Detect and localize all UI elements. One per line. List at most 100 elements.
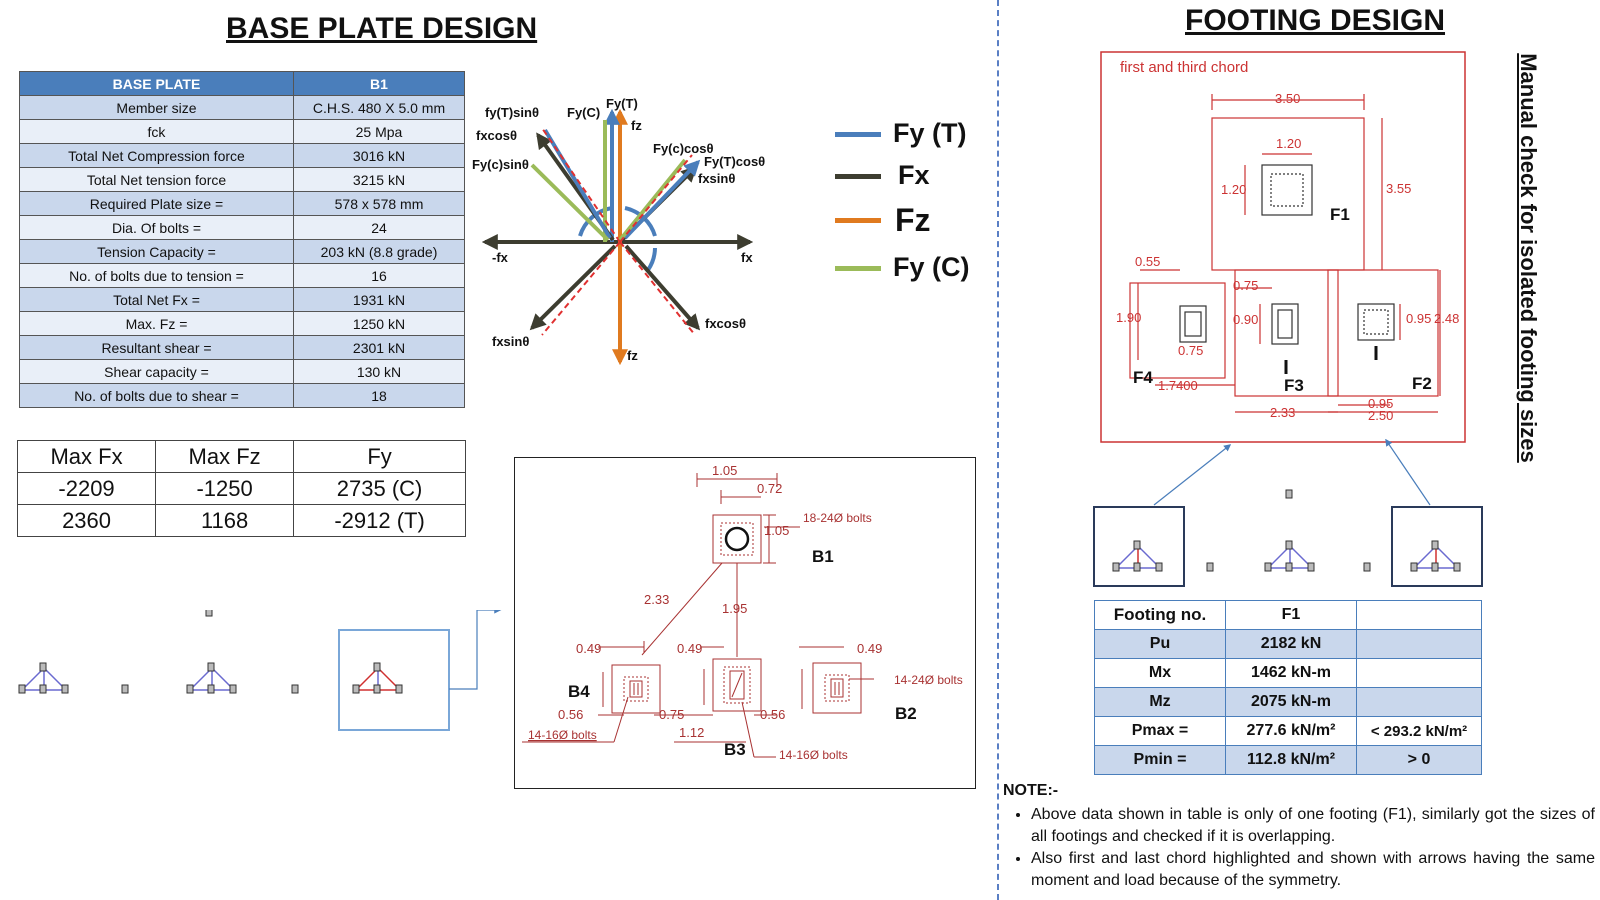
dim-label: 1.12	[679, 725, 704, 740]
truss-thumbnails	[18, 610, 502, 731]
cell-value: 1462 kN-m	[1225, 658, 1357, 688]
node-marker	[205, 610, 213, 617]
node-marker	[1285, 489, 1293, 499]
table-row: Shear capacity =130 kN	[19, 359, 465, 384]
truss-thumb	[18, 662, 69, 694]
note-item: Above data shown in table is only of one…	[1031, 804, 1595, 848]
cell-label: Tension Capacity =	[19, 239, 294, 264]
table-row: Total Net Fx =1931 kN	[19, 287, 465, 312]
connector-arrow	[449, 610, 502, 690]
cell-value: 277.6 kN/m²	[1225, 716, 1357, 746]
dim-label: 0.72	[757, 481, 782, 496]
footing-label-f2: F2	[1412, 374, 1432, 393]
dim-label: 2.33	[1270, 405, 1295, 420]
bolt-spec-label: 14-24Ø bolts	[894, 673, 963, 687]
plan-outline	[1100, 51, 1466, 443]
cell-label: fck	[19, 119, 294, 144]
side-title-wrap: Manual check for isolated footing sizes	[1516, 40, 1541, 470]
header-cell: B1	[293, 71, 465, 96]
dim-label: 0.56	[760, 707, 785, 722]
label-fx-sin: fxsinθ	[698, 171, 735, 186]
node-marker	[121, 684, 129, 694]
cell-check	[1356, 600, 1482, 630]
cell-label: Dia. Of bolts =	[19, 215, 294, 240]
cell-label: Member size	[19, 95, 294, 120]
cell-label: Pmin =	[1094, 745, 1226, 775]
section-divider	[997, 0, 999, 900]
table-row: Footing no. F1	[1094, 600, 1482, 630]
bolt-spec-label: 14-16Ø bolts	[528, 728, 597, 742]
table-header-row: Max Fx Max Fz Fy	[16, 440, 466, 473]
dim-label: 2.48	[1434, 311, 1459, 326]
cell-value: 2735 (C)	[293, 472, 466, 505]
header-cell: Max Fz	[155, 440, 295, 473]
truss-thumb	[1264, 540, 1315, 572]
dim-label: 0.49	[677, 641, 702, 656]
truss-thumb	[1112, 540, 1163, 572]
cell-value: 2182 kN	[1225, 629, 1357, 659]
footing-label-f3: F3	[1284, 376, 1304, 395]
plate-b1	[712, 514, 762, 564]
cell-check: > 0	[1356, 745, 1482, 775]
base-plate-layout-frame	[514, 457, 976, 789]
fx-cos-lower-arrow	[624, 244, 701, 331]
dim-label: 0.75	[659, 707, 684, 722]
header-cell: BASE PLATE	[19, 71, 294, 96]
truss-thumb	[186, 662, 237, 694]
table-row: Resultant shear =2301 kN	[19, 335, 465, 360]
label-fy-c: Fy(C)	[567, 105, 600, 120]
note-block: NOTE:- Above data shown in table is only…	[1003, 780, 1595, 892]
cell-value: 18	[293, 383, 465, 408]
cell-label: Required Plate size =	[19, 191, 294, 216]
cell-value: F1	[1225, 600, 1357, 630]
plate-b3	[712, 658, 762, 712]
dim-label: 1.05	[712, 463, 737, 478]
dim-label: 0.90	[1233, 312, 1258, 327]
legend-swatch	[835, 174, 881, 179]
truss-thumb	[352, 662, 403, 694]
label-fy-c-sin: Fy(c)sinθ	[472, 157, 529, 172]
legend-swatch	[835, 218, 881, 223]
dim-label: 0.75	[1233, 278, 1258, 293]
table-row: Pmin = 112.8 kN/m² > 0	[1094, 745, 1482, 775]
label-fy-c-cos: Fy(c)cosθ	[653, 141, 714, 156]
label-fy-t-cos: Fy(T)cosθ	[704, 154, 765, 169]
label-fy-t-sin: fy(T)sinθ	[485, 105, 539, 120]
base-plate-title: BASE PLATE DESIGN	[226, 12, 538, 45]
label-fx-sin-lower: fxsinθ	[492, 334, 529, 349]
dim-label: 0.49	[576, 641, 601, 656]
dim-label: 1.20	[1221, 182, 1246, 197]
plate-label-b2: B2	[895, 704, 917, 723]
label-fx-cos: fxcosθ	[476, 128, 517, 143]
table-row: No. of bolts due to shear =18	[19, 383, 465, 408]
side-title: Manual check for isolated footing sizes	[1516, 53, 1541, 463]
fy-t-cos-arrow	[623, 159, 701, 240]
table-row: Dia. Of bolts =24	[19, 215, 465, 240]
note-list: Above data shown in table is only of one…	[1003, 804, 1595, 892]
angle-arc	[646, 247, 657, 272]
label-fx-cos-lower: fxcosθ	[705, 316, 746, 331]
dim-label: 1.20	[1276, 136, 1301, 151]
table-row: Required Plate size =578 x 578 mm	[19, 191, 465, 216]
footing-truss-thumbnails	[1093, 438, 1483, 587]
table-row: -2209 -1250 2735 (C)	[16, 472, 466, 505]
table-row: 2360 1168 -2912 (T)	[16, 504, 466, 537]
dim-label: 1.05	[764, 523, 789, 538]
cell-value: 578 x 578 mm	[293, 191, 465, 216]
cell-value: 130 kN	[293, 359, 465, 384]
cell-value: C.H.S. 480 X 5.0 mm	[293, 95, 465, 120]
table-row: Tension Capacity =203 kN (8.8 grade)	[19, 239, 465, 264]
dashed-member-line	[541, 241, 621, 336]
highlight-box	[338, 629, 450, 731]
cell-value: -2912 (T)	[293, 504, 466, 537]
table-row: Mx 1462 kN-m	[1094, 658, 1482, 688]
dim-label: 2.50	[1368, 408, 1393, 423]
cell-value: 2075 kN-m	[1225, 687, 1357, 717]
connector-arrow	[1153, 444, 1232, 506]
dim-label: 0.56	[558, 707, 583, 722]
cell-label: Resultant shear =	[19, 335, 294, 360]
label-fz-bottom: fz	[627, 348, 638, 363]
